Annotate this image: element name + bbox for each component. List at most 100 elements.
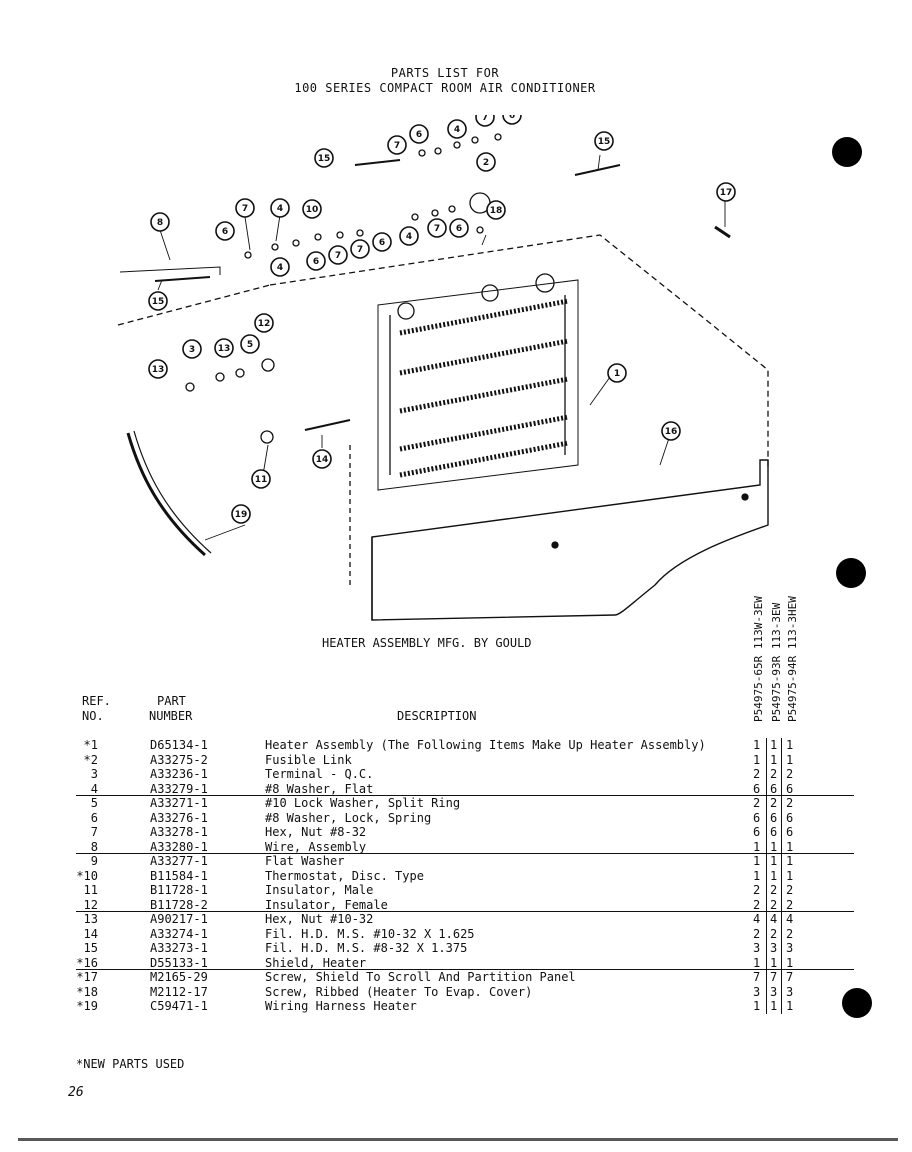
ref-no: 5 — [90, 796, 98, 810]
svg-text:15: 15 — [152, 297, 165, 307]
svg-text:1: 1 — [614, 369, 620, 379]
qty-model-2: 2 — [770, 926, 778, 941]
binder-hole-middle — [836, 558, 866, 588]
svg-text:5: 5 — [247, 340, 253, 350]
description: Heater Assembly (The Following Items Mak… — [265, 738, 706, 752]
qty-model-2: 7 — [770, 970, 778, 984]
svg-text:6: 6 — [416, 130, 422, 140]
description: Hex, Nut #10-32 — [265, 912, 374, 926]
ref-header-line2: NO. — [82, 709, 104, 723]
qty-model-3: 1 — [786, 752, 794, 767]
qty-model-3: 6 — [786, 781, 794, 796]
qty-model-1: 1 — [753, 868, 761, 883]
svg-text:12: 12 — [258, 319, 271, 329]
part-header-line1: PART — [157, 694, 186, 708]
qty-model-2: 2 — [770, 767, 778, 781]
row-separator — [76, 911, 854, 912]
qty-model-3: 2 — [786, 883, 794, 897]
description: Shield, Heater — [265, 955, 367, 970]
qty-model-1: 7 — [753, 970, 761, 984]
qty-model-3: 2 — [786, 926, 794, 941]
ref-no: 3 — [90, 767, 98, 781]
scan-edge-bar — [18, 1138, 898, 1141]
qty-model-1: 1 — [753, 999, 761, 1013]
qty-model-2: 6 — [770, 825, 778, 839]
qty-model-3: 1 — [786, 868, 794, 883]
qty-model-2: 1 — [770, 999, 778, 1013]
ref-no: *10 — [76, 868, 98, 883]
qty-model-3: 1 — [786, 955, 794, 970]
part-number: B11728-2 — [150, 897, 208, 912]
qty-model-1: 2 — [753, 883, 761, 897]
qty-model-2: 1 — [770, 738, 778, 752]
svg-text:8: 8 — [157, 218, 163, 228]
ref-no: *2 — [83, 752, 98, 767]
svg-text:16: 16 — [665, 427, 678, 437]
qty-model-1: 1 — [753, 955, 761, 970]
qty-model-3: 4 — [786, 912, 794, 926]
qty-model-1: 1 — [753, 752, 761, 767]
qty-model-2: 6 — [770, 810, 778, 825]
svg-text:7: 7 — [357, 245, 363, 255]
part-number: D55133-1 — [150, 955, 208, 970]
qty-model-1: 4 — [753, 912, 761, 926]
svg-text:13: 13 — [218, 344, 231, 354]
description: Fusible Link — [265, 752, 352, 767]
qty-model-2: 1 — [770, 752, 778, 767]
part-number: A33273-1 — [150, 941, 208, 955]
qty-model-1: 2 — [753, 796, 761, 810]
svg-text:11: 11 — [255, 475, 268, 485]
svg-text:6: 6 — [509, 115, 515, 121]
description: Insulator, Male — [265, 883, 374, 897]
svg-text:7: 7 — [242, 204, 248, 214]
ref-no: *17 — [76, 970, 98, 984]
qty-model-1: 2 — [753, 767, 761, 781]
ref-no: 11 — [83, 883, 98, 897]
qty-model-3: 2 — [786, 767, 794, 781]
part-number: A33276-1 — [150, 810, 208, 825]
part-number: A33277-1 — [150, 854, 208, 868]
svg-text:15: 15 — [318, 154, 331, 164]
description: Hex, Nut #8-32 — [265, 825, 367, 839]
svg-text:6: 6 — [313, 257, 319, 267]
qty-model-1: 1 — [753, 839, 761, 854]
svg-text:6: 6 — [222, 227, 228, 237]
description: Terminal - Q.C. — [265, 767, 374, 781]
binder-hole-bottom — [842, 988, 872, 1018]
part-number: A33275-2 — [150, 752, 208, 767]
description: Fil. H.D. M.S. #10-32 X 1.625 — [265, 926, 475, 941]
qty-model-3: 2 — [786, 897, 794, 912]
page-title: PARTS LIST FOR — [390, 66, 500, 80]
svg-text:6: 6 — [379, 238, 385, 248]
qty-model-2: 2 — [770, 883, 778, 897]
svg-text:3: 3 — [189, 345, 195, 355]
description: Wiring Harness Heater — [265, 999, 417, 1013]
qty-column-rule-1 — [766, 738, 767, 1014]
row-separator — [76, 969, 854, 970]
ref-no: 12 — [83, 897, 98, 912]
description-header: DESCRIPTION — [397, 709, 477, 723]
qty-model-3: 6 — [786, 825, 794, 839]
ref-no: *19 — [76, 999, 98, 1013]
part-number: A33278-1 — [150, 825, 208, 839]
qty-model-3: 1 — [786, 839, 794, 854]
qty-column-rule-2 — [781, 738, 782, 1014]
qty-model-2: 3 — [770, 941, 778, 955]
ref-no: 9 — [90, 854, 98, 868]
qty-model-2: 1 — [770, 955, 778, 970]
ref-no: 6 — [90, 810, 98, 825]
qty-model-2: 1 — [770, 854, 778, 868]
part-number: A33279-1 — [150, 781, 208, 796]
ref-no: *18 — [76, 984, 98, 999]
svg-text:15: 15 — [598, 137, 611, 147]
